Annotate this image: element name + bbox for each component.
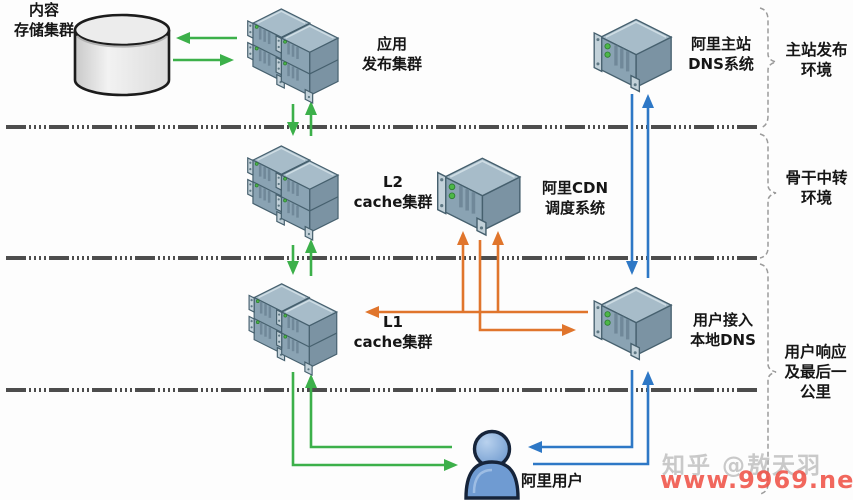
blue-arrows: [528, 94, 654, 466]
app-publish-cluster-icon: [248, 9, 338, 103]
zone-brace-2: [759, 133, 777, 259]
cdn-scheduler-server-icon: [436, 157, 521, 236]
orange-arrows: [365, 231, 588, 336]
watermark-site: 知乎 @敖天羽: [662, 453, 823, 479]
zone-label-last-mile: 用户响应 及最后一 公里: [784, 343, 847, 401]
content-storage-label: 内容 存储集群: [13, 1, 74, 39]
arrow-localdns-to-user: [528, 370, 634, 453]
app-publish-label: 应用 发布集群: [361, 35, 422, 73]
zone-brace-3: [759, 263, 777, 495]
arrow-user-to-l1: [305, 374, 452, 449]
l1-cache-label: L1 cache集群: [353, 313, 433, 351]
user-icon: [464, 429, 520, 500]
local-dns-label: 用户接入 本地DNS: [690, 311, 756, 349]
main-dns-label: 阿里主站 DNS系统: [688, 35, 754, 73]
zone-brace-1: [759, 7, 777, 129]
database-cylinder-icon: [73, 13, 171, 97]
main-dns-server-icon: [593, 18, 673, 93]
l1-cache-cluster-icon: [249, 284, 337, 375]
green-arrows: [173, 32, 458, 471]
arrow-scheduler-to-localdns: [478, 240, 576, 336]
cdn-scheduler-label: 阿里CDN 调度系统: [541, 179, 608, 217]
arrow-user-to-localdns: [533, 371, 654, 466]
l2-cache-cluster-icon: [248, 146, 338, 240]
watermark-url: www.9969.net: [660, 466, 853, 494]
user-label: 阿里用户: [521, 472, 584, 490]
l2-cache-label: L2 cache集群: [353, 173, 433, 211]
local-dns-server-icon: [593, 286, 673, 361]
zone-label-backbone: 骨干中转 环境: [785, 169, 848, 207]
arrow-l1-to-user: [291, 372, 458, 471]
zone-label-main-site: 主站发布 环境: [785, 41, 848, 79]
